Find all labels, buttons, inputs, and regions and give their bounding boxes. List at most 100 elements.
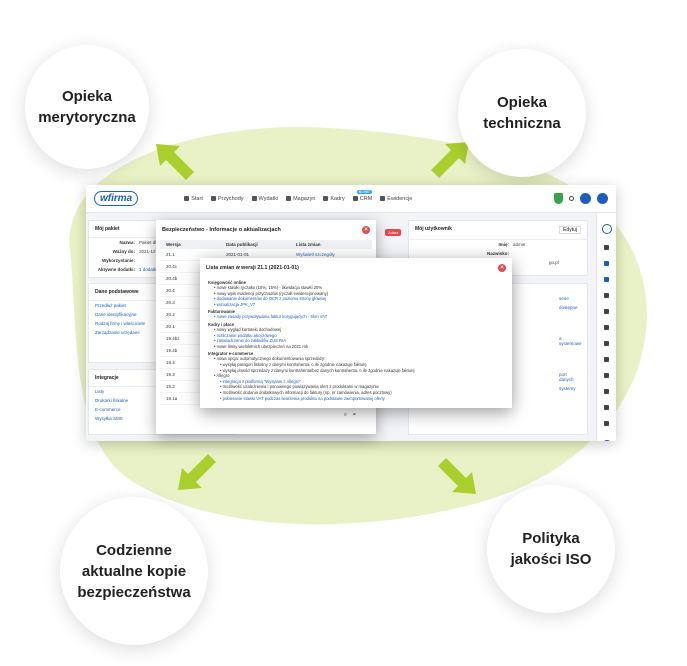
- right-link[interactable]: serie: [559, 296, 569, 301]
- info-label: Ważny do:: [112, 249, 135, 254]
- plus-icon[interactable]: [604, 261, 609, 266]
- settings-icon[interactable]: [604, 277, 609, 282]
- user-icon[interactable]: [597, 193, 608, 204]
- chevron-up-icon[interactable]: [604, 293, 609, 298]
- person-icon[interactable]: [604, 341, 609, 346]
- link-ecommerce[interactable]: E-commerce: [95, 407, 121, 412]
- nav-label: CRM: [359, 195, 373, 202]
- nav-kadry[interactable]: Kadry: [323, 196, 345, 202]
- info-label: Wykorzystanie:: [102, 258, 135, 263]
- filter-icon[interactable]: ⏷: [352, 412, 357, 418]
- changelog-section: Fakturowanie: [208, 309, 235, 315]
- print-icon[interactable]: [604, 373, 609, 378]
- nav-label: Magazyn: [293, 195, 316, 202]
- table-header: Wersja Data publikacji Lista zmian: [160, 240, 372, 249]
- crm-icon: [352, 196, 358, 201]
- circle-label: Polityka jakości ISO: [510, 530, 592, 568]
- changelog-item: • możliwość dodania dodatkowych informac…: [220, 389, 392, 395]
- cart-icon[interactable]: [580, 193, 591, 204]
- link-przedluz-pakiet[interactable]: Przedłuż pakiet: [95, 303, 126, 308]
- calendar-icon[interactable]: [604, 357, 609, 362]
- changelog-item[interactable]: • wizualizacja JPK_V7: [214, 301, 256, 307]
- changelog-item: • wysyłaj dowód sprzedaży z danymi kontr…: [220, 367, 415, 373]
- info-label: Nazwisko:: [486, 251, 509, 256]
- info-value: admin: [513, 242, 526, 247]
- changelog-body: Księgowość online• nowe stawki ryczałtu …: [200, 280, 512, 401]
- link-zarzadzanie-urzedami[interactable]: Zarządzanie urzędami: [95, 330, 140, 335]
- details-link[interactable]: Wyświetl szczegóły: [296, 252, 335, 257]
- changelog-item[interactable]: • rozliczanie podatku akcyzowego: [214, 332, 277, 338]
- gear-icon[interactable]: [604, 405, 609, 410]
- version-cell: 20.1: [166, 324, 175, 329]
- info-label: Aktywne dodatki:: [97, 267, 135, 272]
- version-cell: 19.4bz: [166, 336, 180, 341]
- folder-icon: [380, 196, 386, 201]
- circle-label: Codzienne aktualne kopie bezpieczeństwa: [77, 541, 191, 601]
- version-cell: 20.4c: [166, 264, 178, 269]
- nav-przychody[interactable]: Przychody: [210, 196, 244, 202]
- nav-magazyn[interactable]: Magazyn: [286, 196, 315, 202]
- changelog-item[interactable]: • dodawanie dokumentów do OCR z poziomu …: [214, 296, 327, 302]
- changelog-item: • wysyłaj paragon fiskalny z danymi kont…: [220, 361, 367, 367]
- close-icon[interactable]: ×: [362, 226, 370, 234]
- right-link[interactable]: systemy: [559, 386, 576, 391]
- nav-label: Start: [191, 195, 203, 202]
- version-cell: 20.4b: [166, 276, 178, 281]
- panel-title: Mój użytkownik: [415, 226, 452, 232]
- link-listy[interactable]: Listy: [95, 389, 105, 394]
- right-link[interactable]: port danych: [559, 372, 574, 382]
- shield-icon[interactable]: [554, 193, 563, 204]
- circle-kopie-bezpieczenstwa: Codzienne aktualne kopie bezpieczeństwa: [60, 497, 208, 645]
- nav-label: Ewidencje: [387, 195, 413, 202]
- modal-footer-icons: ≡ ⏷: [344, 412, 356, 418]
- edit-button[interactable]: Edytuj: [559, 226, 581, 234]
- version-cell: 21.1: [166, 252, 175, 257]
- version-cell: 19.1a: [166, 396, 178, 401]
- version-cell: 19.4: [166, 360, 175, 365]
- search-icon[interactable]: [569, 196, 574, 201]
- link-sms[interactable]: Wysyłka SMS: [95, 416, 123, 421]
- help-icon[interactable]: [601, 440, 612, 441]
- changelog-item[interactable]: • integracja z platformą "Wysyłam z Alle…: [220, 378, 301, 384]
- changelog-item: • nowe limity wieloletnich ubezpieczeń n…: [214, 343, 309, 349]
- changelog-item: • możliwość uzależnienia i ponownego pow…: [220, 384, 379, 390]
- circle-opieka-techniczna: Opieka techniczna: [458, 49, 586, 177]
- version-cell: 20.4: [166, 288, 175, 293]
- link-dane-identyfikacyjne[interactable]: Dane identyfikacyjne: [95, 312, 137, 317]
- circle-polityka-iso: Polityka jakości ISO: [487, 485, 615, 613]
- top-navbar: wfirma Start Przychody Wydatki Magazyn K…: [86, 185, 616, 213]
- version-cell: 20.2: [166, 312, 175, 317]
- info-value: go.pl: [549, 260, 559, 265]
- status-badge: Zdarz: [385, 229, 402, 236]
- changelog-item[interactable]: • zaświadczenie do zakładów ZUS RIA: [214, 338, 286, 344]
- column-header: Wersja: [166, 242, 181, 247]
- right-link[interactable]: a systemowe: [559, 336, 582, 346]
- sort-icon[interactable]: [604, 245, 609, 250]
- menu-icon[interactable]: [601, 224, 612, 234]
- changelog-item[interactable]: • nowe zasady przywoływania faktur koryg…: [214, 314, 328, 320]
- chevron-down-icon[interactable]: [604, 421, 609, 426]
- modal-header: Lista zmian w wersji 21.1 (2021-01-01) ×: [200, 258, 512, 278]
- cart-icon[interactable]: [604, 325, 609, 330]
- nav-wydatki[interactable]: Wydatki: [251, 196, 278, 202]
- close-icon[interactable]: ×: [498, 264, 506, 272]
- link-drukarki[interactable]: Drukarki fiskalne: [95, 398, 129, 403]
- link-rodzaj-firmy[interactable]: Rodzaj firmy i właściciele: [95, 321, 146, 326]
- list-icon[interactable]: ≡: [344, 412, 347, 418]
- right-link[interactable]: dostępne: [559, 305, 578, 310]
- info-value[interactable]: 1 dodatk: [139, 267, 157, 272]
- info-label: Imię:: [498, 242, 509, 247]
- changelog-item[interactable]: • pobieranie stawki VAT podczas tworzeni…: [220, 395, 385, 401]
- expenses-icon: [251, 196, 257, 201]
- nav-ewidencje[interactable]: Ewidencje: [380, 196, 412, 202]
- info-label: Nazwa:: [119, 240, 135, 245]
- nav-start[interactable]: Start: [184, 196, 203, 202]
- date-cell: 2021-01-01: [226, 252, 250, 257]
- column-header: Lista zmian: [296, 242, 321, 247]
- changelog-section: Księgowość online: [208, 280, 246, 285]
- logo[interactable]: wfirma: [94, 191, 139, 206]
- panel-header: Mój użytkownik Edytuj: [409, 221, 587, 240]
- bank-icon[interactable]: [604, 309, 609, 314]
- bell-icon[interactable]: [604, 389, 609, 394]
